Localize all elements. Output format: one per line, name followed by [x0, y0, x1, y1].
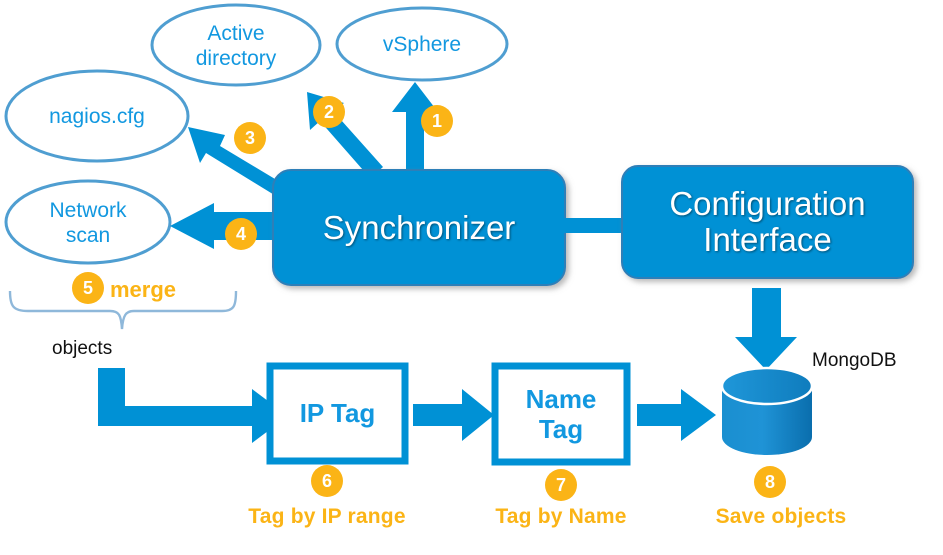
arrow-to-nagios-cfg [188, 127, 290, 196]
step-badge-1[interactable]: 1 [421, 105, 453, 137]
box-configuration-interface[interactable] [621, 165, 914, 279]
connector-synchronizer-configuration [563, 218, 625, 233]
box-ip-tag[interactable] [266, 362, 409, 465]
merge-brace [8, 290, 238, 330]
step-badge-5[interactable]: 5 [72, 272, 104, 304]
step-badge-3[interactable]: 3 [234, 122, 266, 154]
arrow-to-vsphere [392, 82, 438, 175]
ellipse-nagios-cfg [4, 69, 190, 163]
arrow-configuration-to-mongodb [735, 288, 797, 370]
ellipse-network-scan [4, 179, 172, 265]
step-badge-2[interactable]: 2 [313, 96, 345, 128]
box-name-tag[interactable] [491, 362, 631, 466]
step-badge-4[interactable]: 4 [225, 218, 257, 250]
step-badge-6[interactable]: 6 [311, 465, 343, 497]
step-badge-7[interactable]: 7 [545, 469, 577, 501]
box-synchronizer[interactable] [272, 169, 566, 286]
arrow-ip-tag-to-name-tag [413, 389, 494, 441]
ellipse-vsphere [335, 6, 509, 82]
arrow-name-tag-to-mongodb [637, 389, 716, 441]
ellipse-active-directory [150, 3, 322, 87]
step-badge-8[interactable]: 8 [754, 466, 786, 498]
arrow-objects-to-ip-tag [98, 368, 288, 443]
cylinder-mongodb[interactable] [720, 366, 814, 455]
